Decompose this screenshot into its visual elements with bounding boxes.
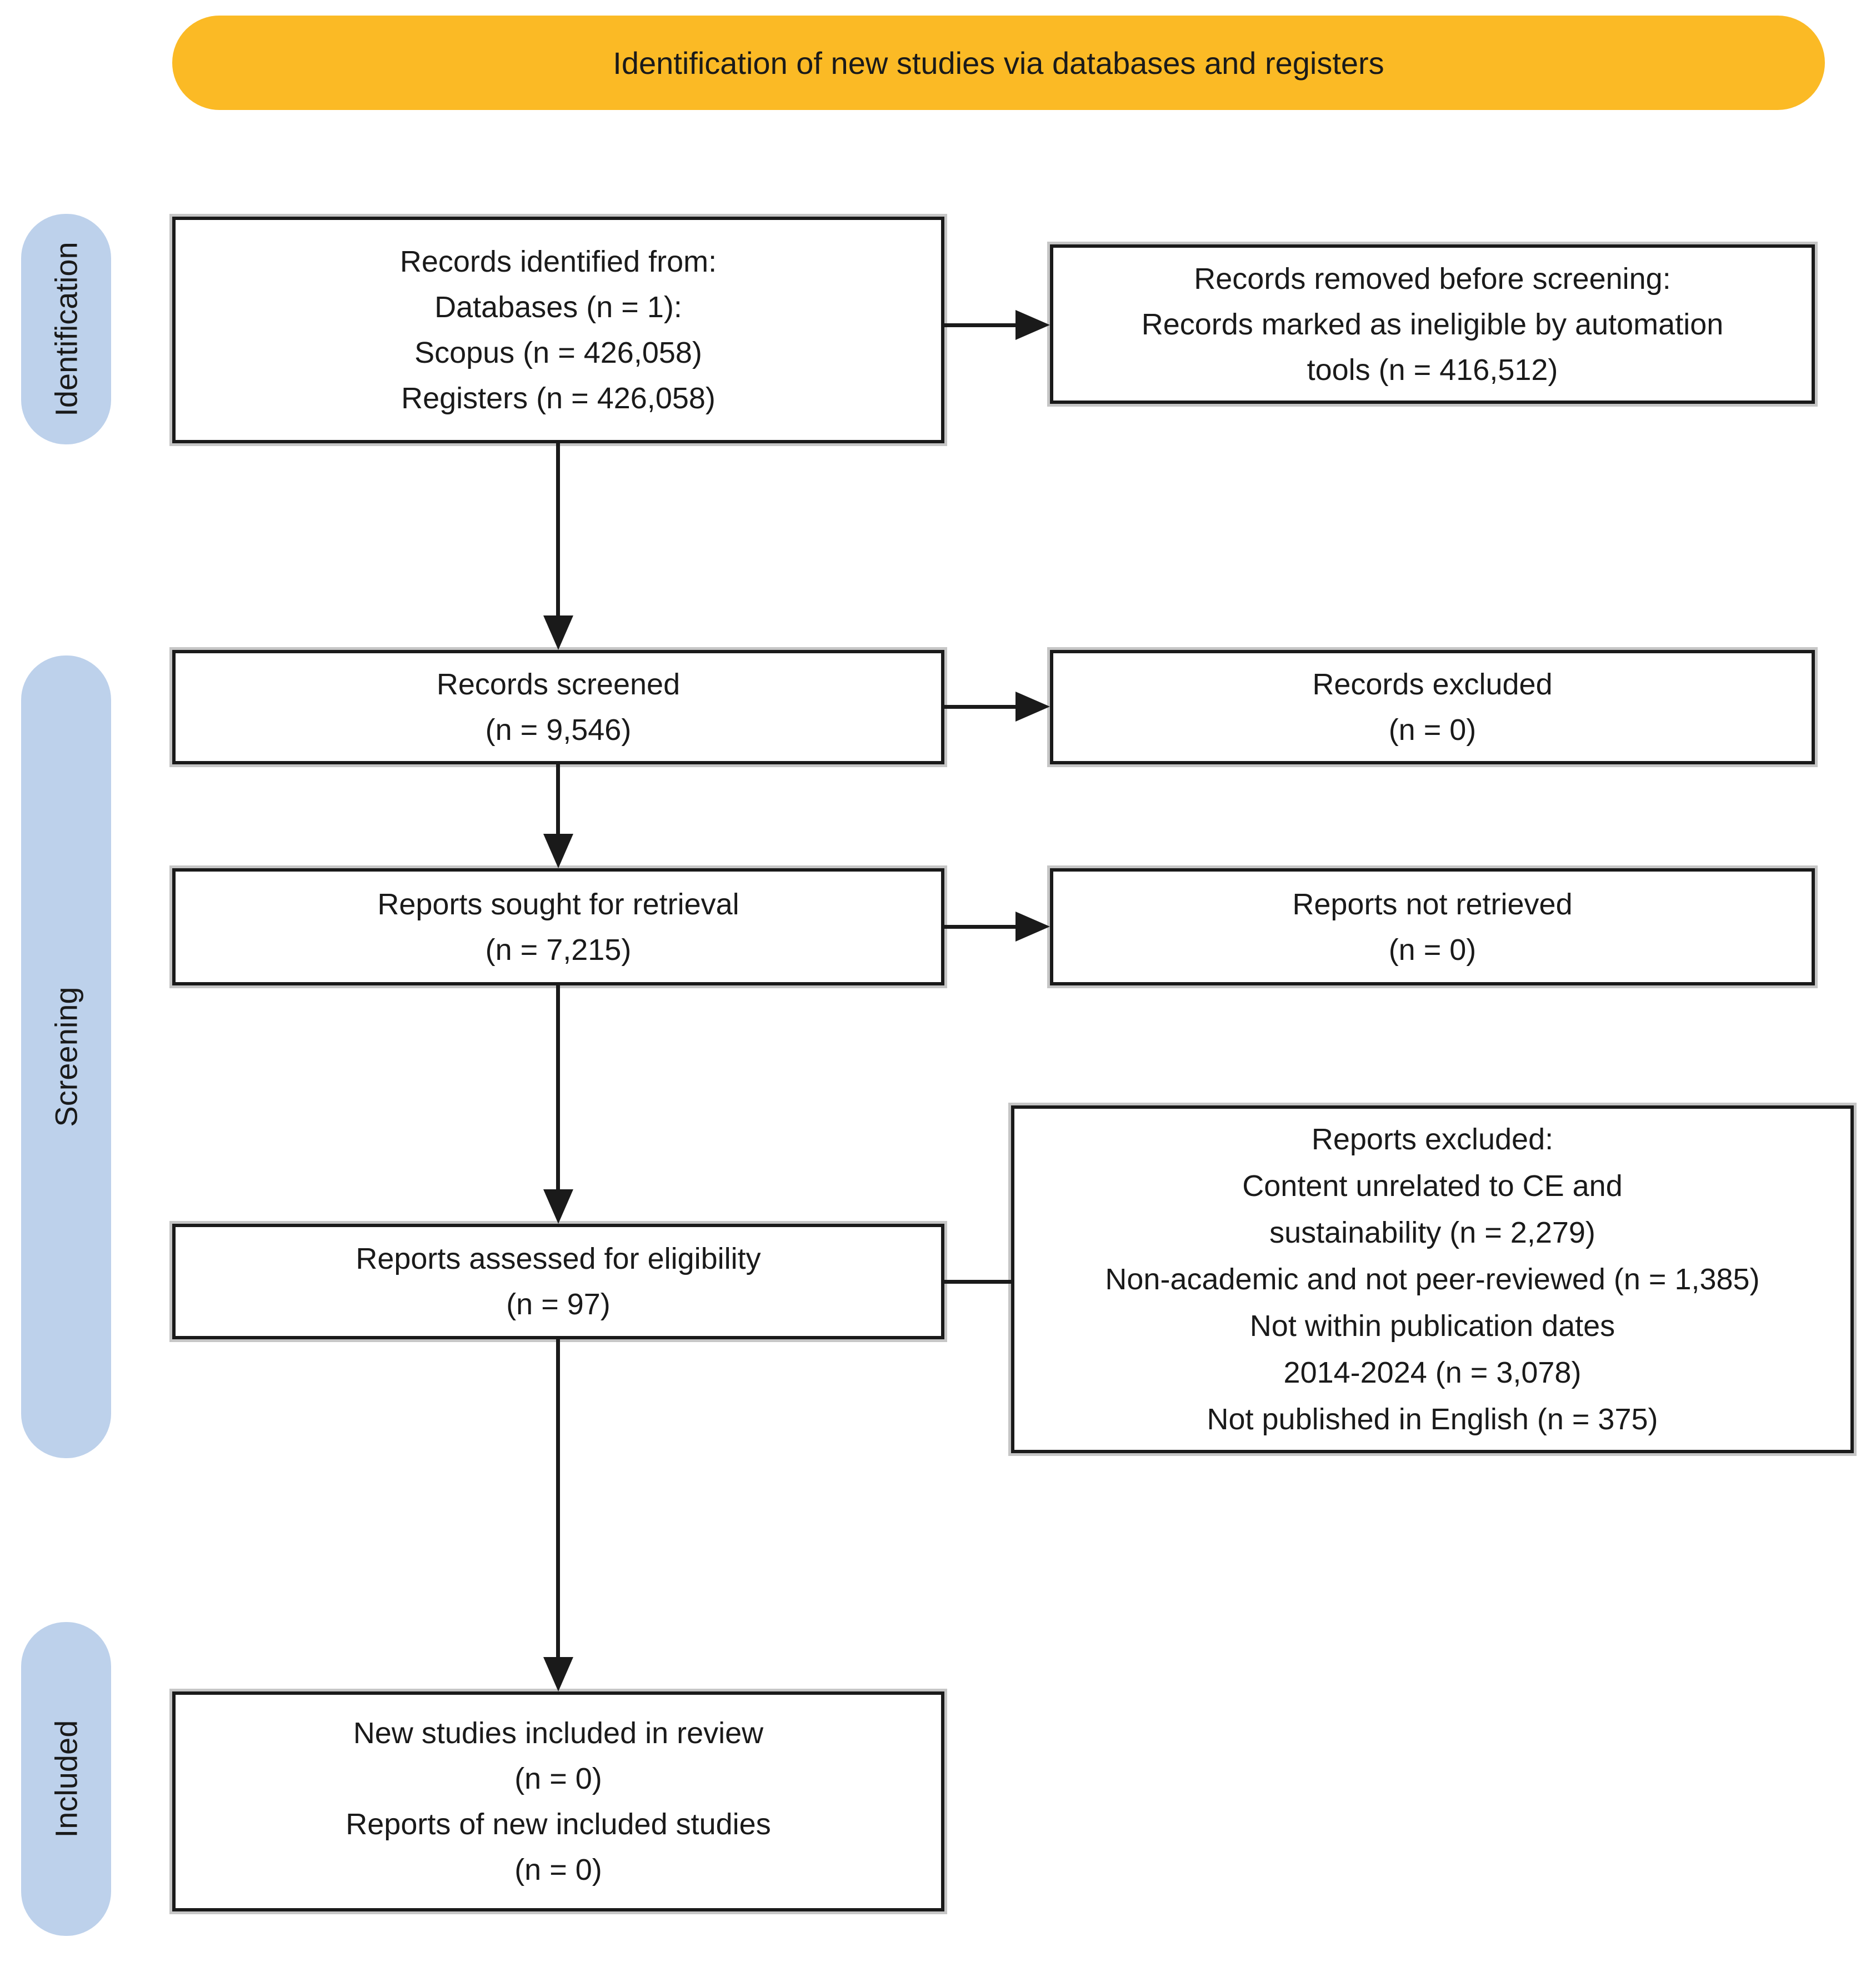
stage-label-screening: Screening [48,987,84,1127]
arrow-line [556,443,560,618]
arrow-line [556,764,560,836]
box-reports-not-retrieved-line: Reports not retrieved [1292,887,1573,921]
stage-pill-identification: Identification [21,214,111,444]
box-reports-not-retrieved: Reports not retrieved (n = 0) [1050,868,1815,985]
box-reports-sought: Reports sought for retrieval (n = 7,215) [172,868,944,985]
box-records-screened: Records screened (n = 9,546) [172,650,944,764]
box-reports-excluded-line: sustainability (n = 2,279) [1269,1216,1595,1249]
box-reports-excluded-line: 2014-2024 (n = 3,078) [1283,1356,1582,1389]
arrowhead-down-icon [543,1189,573,1224]
box-new-studies-included: New studies included in review (n = 0) R… [172,1691,944,1911]
box-reports-sought-line: (n = 7,215) [485,933,632,967]
arrow-line [944,925,1019,929]
stage-pill-screening: Screening [21,655,111,1458]
box-reports-excluded-line: Not published in English (n = 375) [1207,1403,1658,1436]
box-records-identified-line: Registers (n = 426,058) [401,382,716,415]
box-reports-assessed-line: (n = 97) [506,1288,611,1321]
arrow-line [944,323,1019,327]
arrowhead-right-icon [1015,310,1050,340]
banner-identification-via-databases: Identification of new studies via databa… [172,16,1825,110]
box-records-screened-line: Records screened [436,668,681,701]
arrow-line [944,705,1019,709]
box-new-studies-included-line: (n = 0) [514,1762,602,1795]
box-reports-excluded-line: Non-academic and not peer-reviewed (n = … [1105,1263,1760,1296]
arrowhead-down-icon [543,834,573,868]
arrow-line [556,1339,560,1659]
arrow-line [556,985,560,1192]
arrowhead-right-icon [1015,912,1050,942]
connector-line [944,1280,1012,1284]
box-new-studies-included-line: (n = 0) [514,1853,602,1886]
box-new-studies-included-line: New studies included in review [353,1716,764,1750]
box-records-identified-line: Databases (n = 1): [434,291,682,324]
box-reports-excluded: Reports excluded: Content unrelated to C… [1011,1105,1854,1453]
box-reports-excluded-line: Content unrelated to CE and [1242,1169,1623,1203]
box-reports-assessed: Reports assessed for eligibility (n = 97… [172,1224,944,1339]
arrowhead-down-icon [543,1657,573,1691]
stage-label-included: Included [48,1720,84,1838]
box-records-removed: Records removed before screening: Record… [1050,244,1815,404]
box-records-removed-line: Records removed before screening: [1194,262,1671,296]
arrowhead-down-icon [543,615,573,650]
arrowhead-right-icon [1015,692,1050,722]
box-records-screened-line: (n = 9,546) [485,713,632,747]
box-records-removed-line: Records marked as ineligible by automati… [1141,307,1724,341]
box-reports-sought-line: Reports sought for retrieval [377,887,739,921]
box-reports-excluded-line: Reports excluded: [1311,1123,1554,1156]
box-records-excluded-line: Records excluded [1312,668,1553,701]
stage-label-identification: Identification [48,242,84,417]
box-reports-not-retrieved-line: (n = 0) [1388,933,1477,967]
box-records-removed-line: tools (n = 416,512) [1307,353,1558,387]
box-records-excluded-line: (n = 0) [1388,713,1477,747]
box-reports-excluded-line: Not within publication dates [1249,1309,1615,1343]
box-records-identified: Records identified from: Databases (n = … [172,217,944,443]
box-new-studies-included-line: Reports of new included studies [346,1808,771,1841]
stage-pill-included: Included [21,1622,111,1936]
box-records-identified-line: Scopus (n = 426,058) [414,336,702,369]
banner-label: Identification of new studies via databa… [613,45,1384,81]
box-reports-assessed-line: Reports assessed for eligibility [356,1242,761,1275]
box-records-identified-line: Records identified from: [399,245,717,278]
box-records-excluded: Records excluded (n = 0) [1050,650,1815,764]
